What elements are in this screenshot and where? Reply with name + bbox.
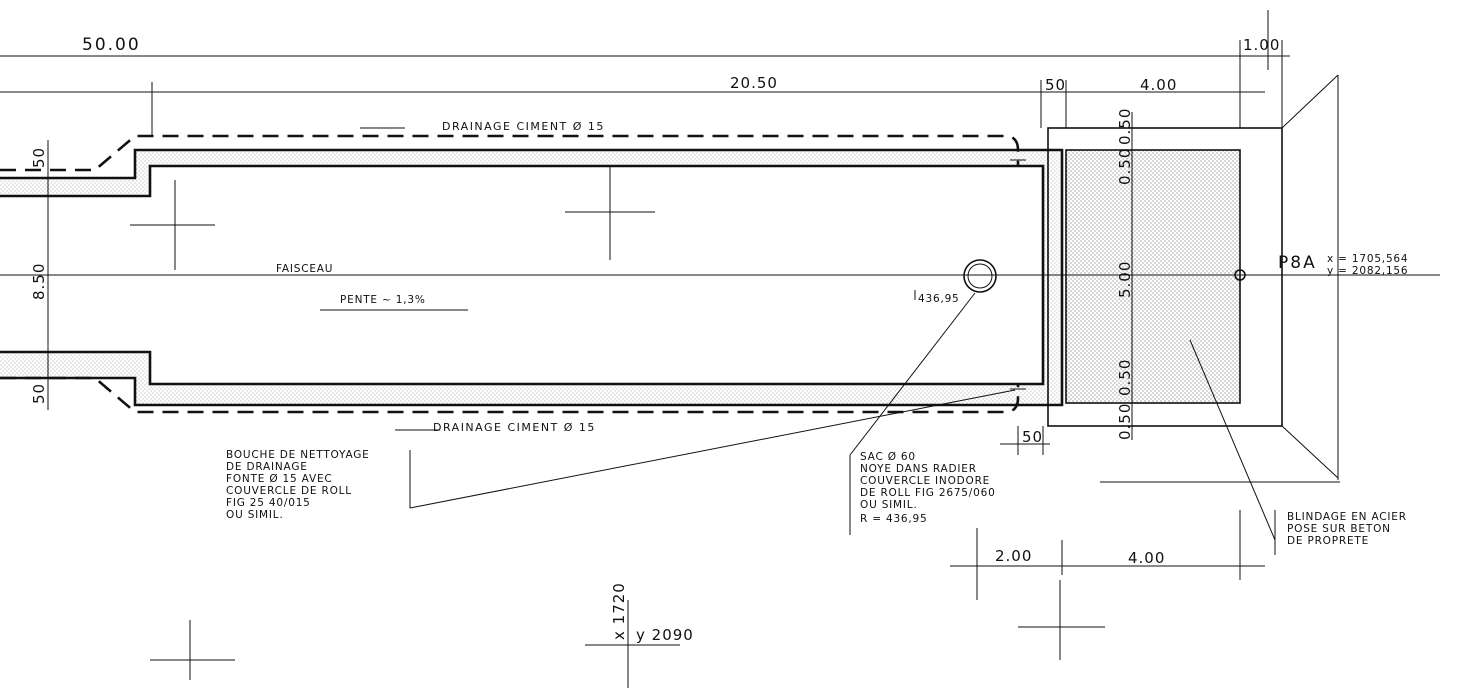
svg-text:DE ROLL FIG 2675/060: DE ROLL FIG 2675/060 (860, 487, 996, 499)
dim-right-500: 5.00 (1116, 261, 1134, 298)
svg-text:FONTE Ø 15 AVEC: FONTE Ø 15 AVEC (226, 473, 333, 485)
dim-left-50-top: 50 (30, 147, 48, 168)
sump-circle (914, 259, 997, 300)
svg-text:OU SIMIL.: OU SIMIL. (226, 509, 284, 521)
label-elevation-436: 436,95 (918, 293, 960, 305)
label-coord-y: y = 2082,156 (1327, 265, 1408, 277)
svg-text:DE DRAINAGE: DE DRAINAGE (226, 461, 308, 473)
top-dimension-chain (0, 10, 1290, 135)
drainage-pipe-bottom (0, 376, 1026, 414)
svg-text:BOUCHE DE NETTOYAGE: BOUCHE DE NETTOYAGE (226, 449, 370, 461)
dim-small-50-top: 50 (1045, 76, 1066, 94)
bottom-dimension-chain (950, 426, 1265, 600)
label-faisceau: FAISCEAU (276, 263, 333, 275)
dim-4-00-bottom: 4.00 (1128, 549, 1165, 567)
dim-end-width: 1.00 (1243, 36, 1280, 54)
svg-text:DE PROPRETE: DE PROPRETE (1287, 535, 1369, 547)
pit-walls (0, 74, 1340, 483)
label-coord-x: x = 1705,564 (1327, 253, 1408, 265)
label-grid-x: x 1720 (610, 582, 628, 640)
svg-text:R = 436,95: R = 436,95 (860, 513, 928, 525)
survey-point-marker (1234, 269, 1246, 281)
dim-right-050-a: 0.50 (1116, 108, 1134, 145)
svg-text:NOYE DANS RADIER: NOYE DANS RADIER (860, 463, 977, 475)
label-drainage-top: DRAINAGE CIMENT Ø 15 (442, 120, 605, 133)
svg-text:FIG 25 40/015: FIG 25 40/015 (226, 497, 311, 509)
dim-left-850: 8.50 (30, 263, 48, 300)
svg-text:OU SIMIL.: OU SIMIL. (860, 499, 918, 511)
drainage-pipe-top (0, 134, 1026, 172)
dim-right-050-d: 0.50 (1116, 403, 1134, 440)
label-grid-y: y 2090 (636, 626, 694, 644)
svg-text:POSE SUR BETON: POSE SUR BETON (1287, 523, 1391, 535)
label-point-id: P8A (1278, 253, 1317, 273)
leader-lines (409, 292, 1276, 555)
dim-2-00: 2.00 (995, 547, 1032, 565)
dim-total-length: 50.00 (82, 35, 141, 55)
crosshairs (130, 165, 1105, 688)
dim-right-050-c: 0.50 (1116, 359, 1134, 396)
note-sac: SAC Ø 60 NOYE DANS RADIER COUVERCLE INOD… (860, 451, 996, 525)
dim-pad-length-top: 4.00 (1140, 76, 1177, 94)
label-drainage-bottom: DRAINAGE CIMENT Ø 15 (433, 421, 596, 434)
svg-text:COUVERCLE DE ROLL: COUVERCLE DE ROLL (226, 485, 352, 497)
dim-inner-length: 20.50 (730, 74, 778, 92)
concrete-surround (0, 150, 1062, 405)
steel-plate-zone (1066, 150, 1240, 403)
svg-text:BLINDAGE EN ACIER: BLINDAGE EN ACIER (1287, 511, 1407, 523)
svg-text:SAC Ø 60: SAC Ø 60 (860, 451, 916, 463)
dim-right-050-b: 0.50 (1116, 148, 1134, 185)
dim-small-50-bottom: 50 (1022, 428, 1043, 446)
dim-left-50-bottom: 50 (30, 383, 48, 404)
svg-text:COUVERCLE INODORE: COUVERCLE INODORE (860, 475, 990, 487)
note-blindage: BLINDAGE EN ACIER POSE SUR BETON DE PROP… (1287, 511, 1407, 547)
note-bouche: BOUCHE DE NETTOYAGE DE DRAINAGE FONTE Ø … (226, 449, 370, 521)
label-pente: PENTE ~ 1,3% (340, 294, 426, 306)
